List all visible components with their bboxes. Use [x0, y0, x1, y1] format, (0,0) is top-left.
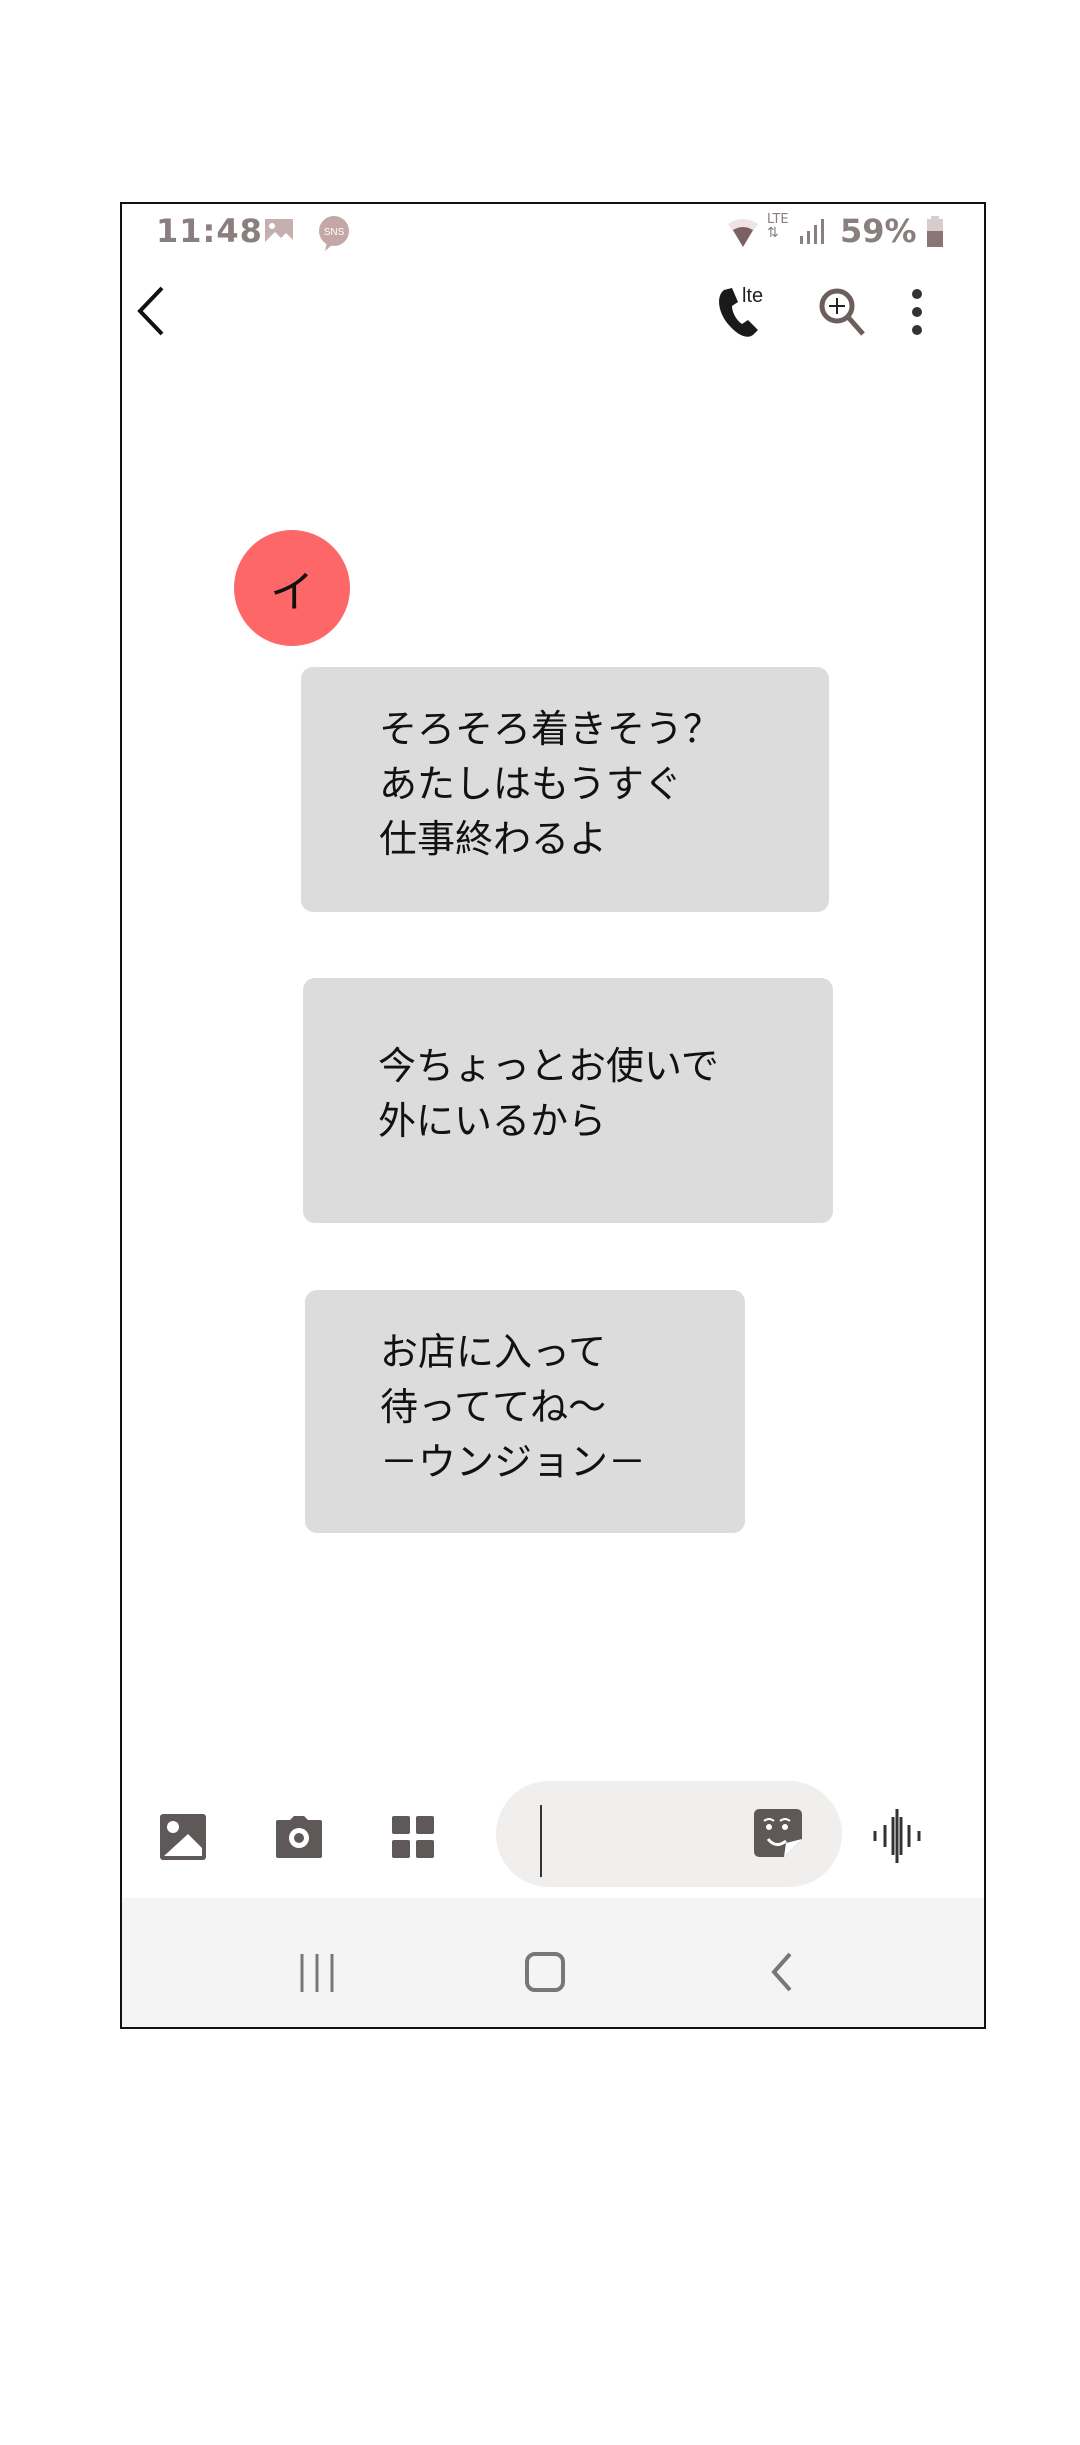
- camera-icon[interactable]: [276, 1816, 322, 1862]
- sticker-icon[interactable]: [754, 1809, 802, 1861]
- text-cursor: [540, 1805, 542, 1877]
- contact-avatar[interactable]: イ: [234, 530, 350, 646]
- more-vertical-icon[interactable]: [910, 288, 924, 340]
- grid-icon[interactable]: [392, 1816, 434, 1862]
- message-bubble-1[interactable]: そろそろ着きそう？ あたしはもうすぐ 仕事終わるよ: [301, 667, 829, 912]
- gallery-notification-icon: [264, 218, 294, 250]
- signal-icon: [799, 218, 827, 250]
- battery-icon: [926, 216, 944, 252]
- zoom-in-search-icon[interactable]: [817, 286, 871, 344]
- sns-notification-icon: SNS: [317, 216, 351, 256]
- svg-text:SNS: SNS: [324, 227, 345, 238]
- recents-icon[interactable]: [298, 1954, 336, 1996]
- message-bubble-3[interactable]: お店に入って 待っててね～ －ウンジョン－: [305, 1290, 745, 1533]
- message-bubble-2[interactable]: 今ちょっとお使いで 外にいるから: [303, 978, 833, 1223]
- conversation-header: lte: [122, 260, 984, 360]
- voice-waveform-icon[interactable]: [872, 1809, 922, 1867]
- message-composer: [122, 1764, 984, 1914]
- phone-frame: 11:48 SNS LTE ⇅ 59% lte: [120, 202, 986, 2029]
- status-time: 11:48: [156, 212, 263, 250]
- wifi-icon: [727, 218, 759, 252]
- back-icon[interactable]: [770, 1952, 794, 1996]
- message-input[interactable]: [496, 1781, 842, 1887]
- lte-indicator: LTE ⇅: [767, 212, 789, 241]
- image-icon[interactable]: [160, 1814, 206, 1864]
- svg-text:lte: lte: [742, 285, 763, 307]
- battery-percent: 59%: [840, 212, 917, 250]
- status-bar: 11:48 SNS LTE ⇅ 59%: [122, 204, 984, 260]
- phone-icon[interactable]: lte: [714, 282, 768, 344]
- data-arrows-icon: ⇅: [767, 225, 779, 241]
- system-navigation-bar: [122, 1898, 984, 2027]
- home-icon[interactable]: [525, 1952, 565, 1996]
- chevron-left-icon[interactable]: [136, 286, 168, 340]
